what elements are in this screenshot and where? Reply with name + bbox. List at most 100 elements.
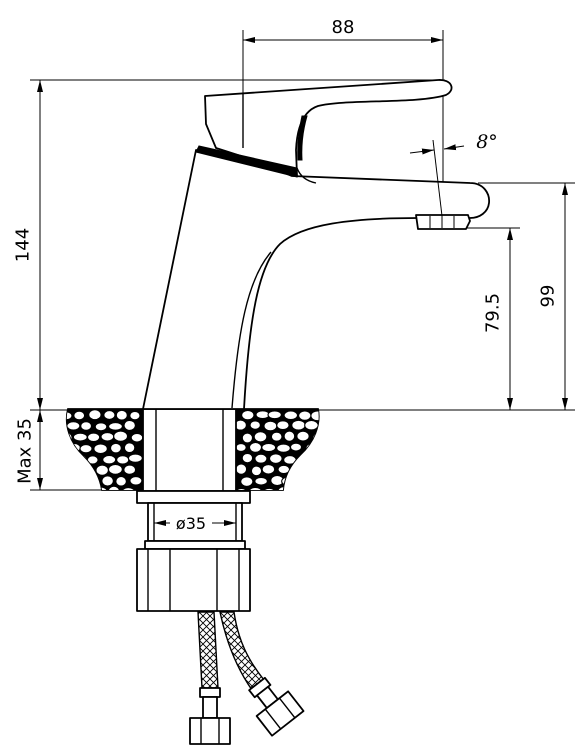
stone: [108, 422, 123, 431]
nut-collar: [144, 540, 246, 550]
dimension-aerator-height: 79.5: [483, 228, 513, 410]
stone: [235, 487, 248, 490]
dimension-spout-height: 99: [538, 183, 568, 410]
right-nut-face-2: [278, 697, 296, 719]
supply-hoses: [189, 611, 305, 745]
stone: [94, 422, 108, 432]
stone: [120, 487, 136, 490]
aerator-height-label: 79.5: [483, 293, 504, 333]
stone: [107, 485, 121, 490]
stone: [305, 485, 318, 490]
stone: [241, 452, 254, 464]
deck-thickness-label: Max 35: [15, 418, 36, 484]
handle-spout-joint: [296, 167, 317, 184]
stone: [250, 465, 263, 477]
stone: [235, 463, 248, 475]
stone: [313, 475, 319, 487]
stone: [113, 430, 129, 442]
angle-slant-line: [432, 139, 443, 217]
stone: [123, 442, 136, 454]
stone: [129, 476, 143, 486]
right-fitting-nut: [255, 690, 305, 737]
stone: [296, 430, 310, 442]
stone: [292, 463, 304, 475]
stone: [129, 410, 141, 421]
stone: [80, 421, 93, 431]
stone: [80, 464, 93, 475]
stone: [255, 410, 270, 420]
stone: [241, 409, 255, 421]
stone: [66, 453, 74, 465]
dimension-spout-reach: 88: [242, 17, 443, 94]
stone: [130, 432, 144, 443]
left-fitting-tube: [202, 696, 218, 719]
stone: [107, 463, 123, 475]
shank: [142, 408, 237, 492]
handle-shadow-slot: [297, 115, 308, 161]
stone: [248, 486, 263, 490]
stone: [66, 476, 73, 487]
stone: [73, 410, 86, 421]
stone: [298, 410, 312, 421]
stone: [304, 419, 319, 431]
stone: [73, 474, 87, 486]
stone: [93, 443, 108, 455]
stone: [298, 453, 312, 465]
stone: [116, 455, 130, 465]
stone: [115, 475, 127, 487]
stone: [283, 430, 296, 442]
stone: [248, 441, 263, 453]
stone: [240, 476, 254, 487]
connection-nut: [136, 548, 251, 612]
shank-diameter-label: ø35: [176, 514, 206, 533]
right-nut-face-1: [264, 708, 282, 730]
stone: [309, 453, 319, 464]
stone: [95, 464, 109, 476]
stone: [100, 432, 115, 442]
connection-hardware: [136, 490, 251, 612]
stone: [263, 420, 278, 432]
angle-arrow-right: [443, 144, 465, 151]
stone: [66, 464, 78, 474]
lock-nut: [136, 490, 251, 504]
stone: [78, 486, 93, 490]
stone: [289, 442, 303, 452]
stone: [270, 431, 283, 442]
left-hose-fitting: [189, 687, 231, 745]
shank-body: [142, 408, 237, 492]
stone: [66, 421, 81, 431]
stone: [291, 419, 306, 431]
shank-diameter-label-bg: [170, 512, 212, 532]
stone: [86, 475, 99, 485]
body-and-spout: [142, 149, 490, 410]
stone: [123, 419, 136, 431]
left-braided-hose: [197, 611, 219, 689]
total-height-label: 144: [13, 228, 34, 262]
stone: [254, 476, 268, 486]
stone: [123, 464, 137, 475]
angle-arrow-left: [409, 148, 435, 155]
stone: [249, 420, 261, 430]
stone: [312, 432, 319, 443]
dimension-spout-angle: 8°: [409, 131, 498, 217]
stone: [79, 444, 93, 454]
handle-cap-band: [195, 145, 298, 178]
right-hose-fitting: [248, 676, 305, 737]
reach-label: 88: [332, 17, 355, 38]
spout-height-label: 99: [538, 285, 559, 308]
stone: [291, 486, 306, 490]
stone: [67, 486, 81, 490]
handle-lever: [195, 79, 453, 184]
stone: [109, 442, 122, 454]
stone: [310, 410, 319, 422]
stone: [235, 443, 247, 452]
stone: [254, 453, 268, 464]
stone: [262, 487, 276, 490]
stone: [75, 454, 88, 465]
stone: [276, 443, 291, 453]
stone: [241, 432, 254, 444]
stone: [267, 410, 282, 420]
stone: [72, 432, 88, 442]
left-fitting-collar: [199, 687, 221, 698]
